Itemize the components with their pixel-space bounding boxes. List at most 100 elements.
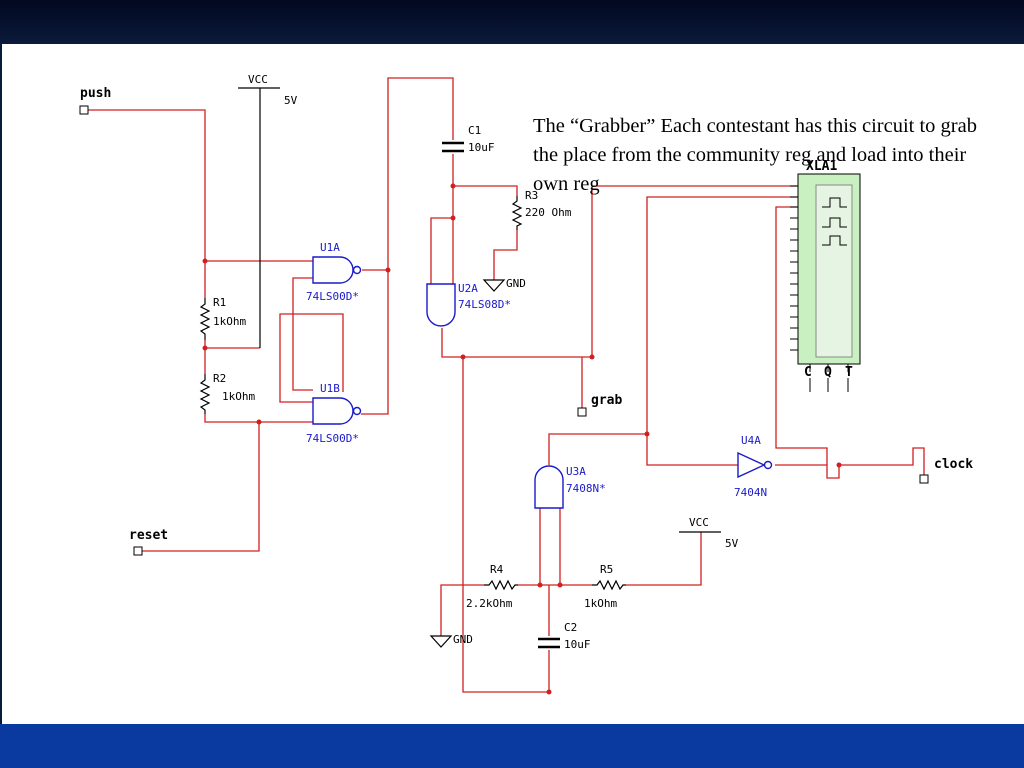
u2a-part: 74LS08D*	[458, 298, 511, 311]
capacitor-c2: C2 10uF	[538, 621, 591, 651]
inversion-bubble-icon	[763, 460, 773, 470]
push-pin-icon[interactable]	[79, 105, 89, 115]
ground-icon	[429, 635, 453, 648]
r1-bottom-wire	[204, 340, 260, 349]
r5-value: 1kOhm	[584, 597, 617, 610]
inverter-in-wire	[646, 434, 738, 466]
r3-value: 220 Ohm	[525, 206, 572, 219]
reset-pin-icon[interactable]	[133, 546, 143, 556]
resistor-icon	[199, 374, 211, 414]
c1-value: 10uF	[468, 141, 495, 154]
logic-analyzer-xla1[interactable]: XLA1 C Q	[790, 159, 861, 392]
clock-pin-icon[interactable]	[919, 474, 929, 484]
u4a-part: 7404N	[734, 486, 767, 499]
u3a-part: 7408N*	[566, 482, 606, 495]
r2-value: 1kOhm	[222, 390, 255, 403]
circuit-schematic: push reset grab clock VCC 5V VCC 5V G	[79, 73, 973, 695]
nand-gate-icon	[312, 397, 354, 425]
gnd2-label: GND	[453, 633, 473, 646]
ground-icon	[482, 279, 506, 292]
r4-value: 2.2kOhm	[466, 597, 513, 610]
r3-label: R3	[525, 189, 538, 202]
vcc1-label: VCC	[248, 73, 268, 86]
xla1-label: XLA1	[806, 159, 837, 174]
junction-dot	[256, 419, 262, 425]
caption-text: The “Grabber” Each contestant has this c…	[533, 115, 977, 195]
vcc1-voltage: 5V	[284, 94, 298, 107]
junction-dot	[537, 582, 543, 588]
grab-terminal[interactable]: grab	[577, 393, 622, 417]
loop-wire	[462, 357, 549, 693]
vcc2-label: VCC	[689, 516, 709, 529]
r3-top-wire	[453, 185, 518, 196]
left-edge	[0, 44, 2, 724]
nand-gate-icon	[312, 256, 354, 284]
u1b-part: 74LS00D*	[306, 432, 359, 445]
grab-pin-icon[interactable]	[577, 407, 587, 417]
u2a-out-wire	[441, 328, 592, 358]
resistor-r3: R3 220 Ohm	[511, 189, 572, 230]
inversion-bubble-icon	[352, 406, 362, 416]
junction-dot	[589, 354, 595, 360]
u1b-feedback-wire	[361, 270, 389, 415]
gate-u4a: U4A 7404N	[734, 434, 773, 499]
clock-terminal[interactable]: clock	[919, 457, 973, 484]
gnd2: GND	[429, 633, 473, 648]
slide: push reset grab clock VCC 5V VCC 5V G	[2, 44, 1024, 724]
xla-ch2-wire	[646, 196, 798, 434]
reset-terminal[interactable]: reset	[129, 528, 168, 556]
analyzer-screen	[815, 184, 853, 358]
junctions	[202, 183, 842, 695]
vcc2-voltage: 5V	[725, 537, 739, 550]
waveform-icon	[822, 197, 847, 246]
u1a-part: 74LS00D*	[306, 290, 359, 303]
gnd2-wire	[440, 584, 484, 636]
r5-label: R5	[600, 563, 613, 576]
u1b-label: U1B	[320, 382, 340, 395]
xla-c-label: C	[804, 365, 812, 380]
junction-dot	[450, 183, 456, 189]
junction-dot	[202, 258, 208, 264]
gnd1-label: GND	[506, 277, 526, 290]
junction-dot	[202, 345, 208, 351]
u3a-out-wire	[548, 433, 647, 465]
c1-label: C1	[468, 124, 481, 137]
gate-u3a: U3A 7408N*	[534, 465, 606, 509]
vcc2-source: VCC 5V	[679, 516, 739, 550]
and-gate-icon	[426, 283, 456, 327]
gate-u1a: U1A 74LS00D*	[306, 241, 362, 303]
reset-label: reset	[129, 528, 168, 543]
resistor-r5: R5 1kOhm	[584, 563, 626, 610]
u2a-label: U2A	[458, 282, 478, 295]
bottom-bar	[0, 724, 1024, 768]
vcc1-source: VCC 5V	[238, 73, 298, 348]
top-bar	[0, 0, 1024, 44]
push-wire	[84, 109, 313, 262]
r2-bottom-wire	[204, 414, 313, 423]
junction-dot	[546, 689, 552, 695]
analyzer-pins	[790, 185, 849, 392]
u1a-cross-wire	[279, 313, 344, 403]
u1b-cross-wire	[292, 277, 313, 391]
junction-dot	[460, 354, 466, 360]
u1a-out-wire	[362, 77, 454, 271]
r3-bottom-wire	[493, 230, 518, 280]
xla-q-label: Q	[824, 365, 832, 380]
gate-u1b: U1B 74LS00D*	[306, 382, 362, 445]
and-gate-icon	[534, 465, 564, 509]
not-gate-icon	[737, 451, 766, 479]
u4a-label: U4A	[741, 434, 761, 447]
push-terminal[interactable]: push	[79, 86, 111, 115]
u3a-label: U3A	[566, 465, 586, 478]
resistor-r4: R4 2.2kOhm	[466, 563, 518, 610]
r2-label: R2	[213, 372, 226, 385]
junction-dot	[450, 215, 456, 221]
reset-wire	[138, 422, 260, 552]
clock-label: clock	[934, 457, 973, 472]
c2-value: 10uF	[564, 638, 591, 651]
junction-dot	[644, 431, 650, 437]
junction-dot	[557, 582, 563, 588]
gnd1: GND	[482, 277, 526, 292]
r1-label: R1	[213, 296, 226, 309]
c2-label: C2	[564, 621, 577, 634]
